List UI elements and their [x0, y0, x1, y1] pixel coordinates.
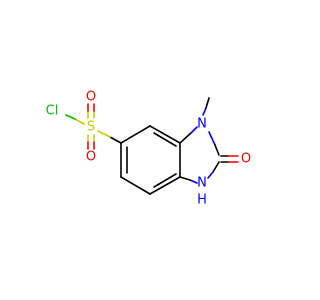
bond-c2-n3-n	[207, 171, 214, 179]
bond-c6-c7	[149, 125, 181, 144]
bond-c5-s-s	[97, 130, 111, 138]
bond-n1-c2	[214, 144, 220, 156]
bond-c6-c7-inner	[153, 132, 177, 147]
bond-c6-c7-link	[120, 125, 151, 144]
bond-c7a-n1	[179, 132, 192, 144]
bond-c5-s	[109, 136, 122, 144]
bond-c2-n3	[212, 161, 220, 173]
bond-c3a-c4-inner	[153, 173, 177, 188]
structure-canvas: Cl S O O N N H O	[46, 90, 251, 208]
bond-s-cl-s	[74, 118, 85, 125]
bond-n1-c2-n	[208, 131, 216, 146]
atom-label-oxygen-sulfonyl-top: O	[86, 90, 96, 105]
bond-n1-me-n	[202, 107, 207, 116]
bond-c3a-c4	[149, 176, 181, 195]
molecule-drawing: Cl S O O N N H O	[46, 90, 251, 208]
bond-n1-me	[205, 97, 210, 109]
bond-c4-c5	[120, 176, 151, 195]
atom-label-oxygen-carbonyl: O	[241, 152, 251, 167]
atom-label-sulfur: S	[87, 120, 95, 135]
bond-n3-c3a	[179, 176, 191, 181]
bond-c7a-n1-n	[190, 126, 198, 134]
atom-label-hydrogen: H	[197, 193, 207, 208]
atom-label-nitrogen-methyl: N	[197, 117, 207, 132]
bond-n3-c3a-n	[189, 179, 198, 184]
atom-label-nitrogen-nh: N	[197, 176, 207, 191]
atom-label-oxygen-sulfonyl-bottom: O	[86, 150, 96, 165]
atom-label-chlorine: Cl	[46, 104, 59, 119]
bond-s-cl-cl	[65, 114, 76, 120]
